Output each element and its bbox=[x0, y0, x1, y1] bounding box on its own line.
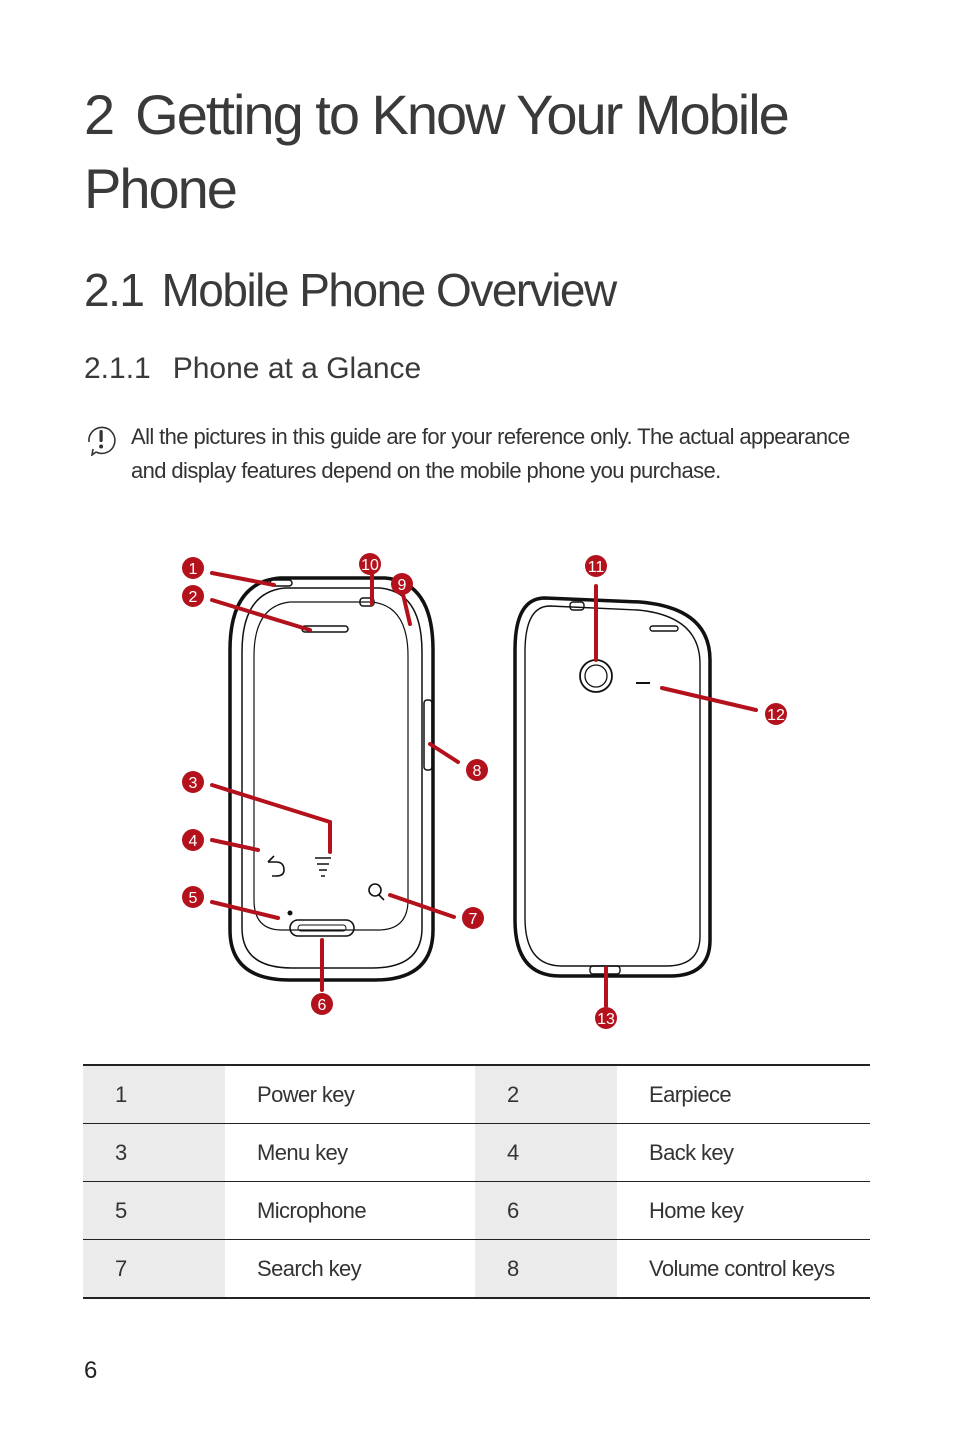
table-row: 1 Power key 2 Earpiece bbox=[83, 1065, 870, 1124]
callout-13: 13 bbox=[595, 1007, 617, 1029]
callout-badge bbox=[595, 1007, 617, 1029]
page-number: 6 bbox=[84, 1357, 98, 1384]
callout-5: 5 bbox=[182, 886, 204, 908]
keys-table: 1 Power key 2 Earpiece 3 Menu key 4 Back… bbox=[83, 1064, 870, 1299]
callout-number: 7 bbox=[469, 911, 478, 928]
callout-9: 9 bbox=[391, 573, 413, 595]
callout-badge bbox=[182, 585, 204, 607]
key-description: Power key bbox=[225, 1065, 475, 1124]
table-row: 7 Search key 8 Volume control keys bbox=[83, 1239, 870, 1299]
callout-11: 11 bbox=[585, 555, 607, 577]
key-description: Earpiece bbox=[617, 1065, 870, 1124]
callout-badge bbox=[466, 759, 488, 781]
callout-badge bbox=[765, 703, 787, 725]
callout-badge bbox=[311, 993, 333, 1015]
callout-number: 6 bbox=[318, 997, 327, 1014]
callout-1: 1 bbox=[182, 557, 204, 579]
callout-number: 10 bbox=[361, 557, 379, 574]
chapter-number: 2 bbox=[84, 83, 115, 146]
callout-number: 3 bbox=[189, 775, 198, 792]
key-number: 4 bbox=[475, 1123, 617, 1182]
front-phone bbox=[228, 576, 435, 982]
callout-badge bbox=[182, 886, 204, 908]
section-title: 2.1 Mobile Phone Overview bbox=[84, 262, 617, 318]
callout-badge bbox=[182, 771, 204, 793]
callout-number: 8 bbox=[473, 763, 482, 780]
section-title-text: Mobile Phone Overview bbox=[161, 264, 617, 316]
callout-3: 3 bbox=[182, 771, 204, 793]
subsection-number: 2.1.1 bbox=[84, 352, 151, 385]
subsection-title-text: Phone at a Glance bbox=[172, 352, 422, 385]
table-row: 5 Microphone 6 Home key bbox=[83, 1181, 870, 1240]
callout-6: 6 bbox=[311, 993, 333, 1015]
key-number: 1 bbox=[83, 1065, 225, 1124]
callout-badge bbox=[182, 829, 204, 851]
key-number: 6 bbox=[475, 1181, 617, 1240]
callout-lines bbox=[210, 571, 758, 1008]
key-description: Microphone bbox=[225, 1181, 475, 1240]
note-icon bbox=[88, 426, 116, 456]
callout-number: 13 bbox=[597, 1011, 615, 1028]
subsection-title: 2.1.1 Phone at a Glance bbox=[84, 350, 421, 388]
callout-number: 12 bbox=[767, 707, 785, 724]
key-number: 8 bbox=[475, 1239, 617, 1299]
callout-2: 2 bbox=[182, 585, 204, 607]
callout-4: 4 bbox=[182, 829, 204, 851]
callout-8: 8 bbox=[466, 759, 488, 781]
callout-7: 7 bbox=[462, 907, 484, 929]
callout-number: 1 bbox=[189, 561, 198, 578]
key-number: 5 bbox=[83, 1181, 225, 1240]
key-description: Volume control keys bbox=[617, 1239, 870, 1299]
callout-number: 5 bbox=[189, 890, 198, 907]
callout-number: 4 bbox=[189, 833, 198, 850]
callout-badge bbox=[391, 573, 413, 595]
chapter-title-text: Getting to Know Your Mobile Phone bbox=[84, 83, 790, 220]
callout-badge bbox=[359, 553, 381, 575]
callout-badge bbox=[462, 907, 484, 929]
key-number: 2 bbox=[475, 1065, 617, 1124]
key-description: Menu key bbox=[225, 1123, 475, 1182]
key-number: 3 bbox=[83, 1123, 225, 1182]
key-description: Search key bbox=[225, 1239, 475, 1299]
table-row: 3 Menu key 4 Back key bbox=[83, 1123, 870, 1182]
key-number: 7 bbox=[83, 1239, 225, 1299]
callout-number: 2 bbox=[189, 589, 198, 606]
section-number: 2.1 bbox=[84, 264, 145, 316]
callout-10: 10 bbox=[359, 553, 381, 575]
callout-number: 11 bbox=[588, 559, 605, 576]
note-text: All the pictures in this guide are for y… bbox=[131, 424, 850, 483]
callout-badge bbox=[182, 557, 204, 579]
callout-number: 9 bbox=[398, 577, 407, 594]
callout-badge bbox=[585, 555, 607, 577]
back-phone bbox=[513, 596, 712, 978]
key-description: Back key bbox=[617, 1123, 870, 1182]
callout-12: 12 bbox=[765, 703, 787, 725]
key-description: Home key bbox=[617, 1181, 870, 1240]
